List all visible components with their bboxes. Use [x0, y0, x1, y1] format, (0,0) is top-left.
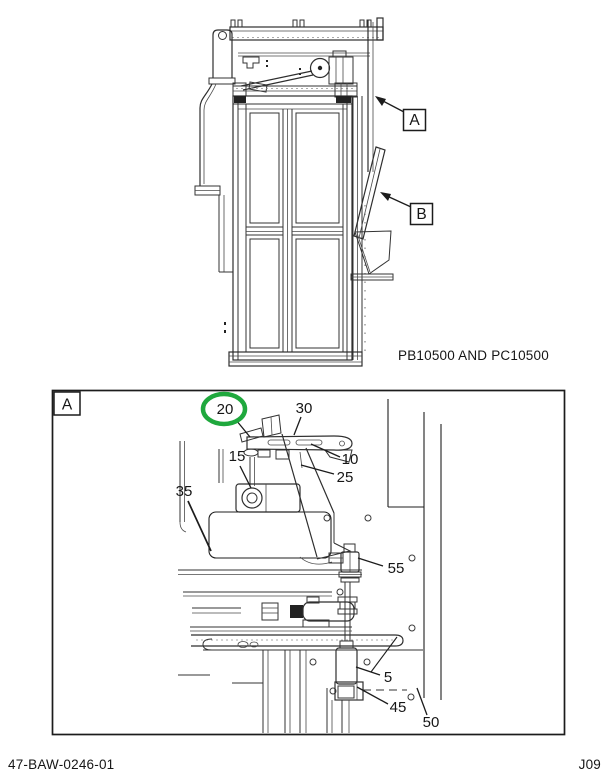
- view-a-label-box: [402, 108, 427, 132]
- clamp-block: [290, 605, 303, 618]
- detail-figure: A: [51, 389, 566, 736]
- linkage-rod: [240, 70, 313, 87]
- valve-and-rod: [328, 543, 362, 641]
- arrow-b-icon: [380, 192, 391, 201]
- door-panel: [249, 112, 280, 224]
- side-chute: [350, 146, 394, 281]
- motor-bracket: [328, 56, 354, 85]
- callout-leader-lines: [187, 416, 428, 716]
- detail-figure-border: [51, 389, 566, 736]
- cab-roof-structure: [229, 17, 384, 41]
- cab-right-wall: [352, 20, 374, 366]
- view-b-label: B: [416, 206, 426, 223]
- top-figure: A B PB10500 AND PC10500: [194, 17, 549, 367]
- callout-20: 20: [217, 401, 234, 418]
- callout-55: 55: [388, 560, 405, 577]
- callout-15: 15: [229, 448, 246, 465]
- view-a-callout: A: [375, 96, 427, 132]
- detail-corner-label: A: [62, 397, 73, 414]
- rear-door-frame: [228, 95, 363, 367]
- view-b-callout: B: [380, 192, 434, 226]
- cross-bar: [191, 634, 404, 647]
- callout-25: 25: [337, 469, 354, 486]
- door-panel: [295, 238, 340, 349]
- detail-corner-label-box: [53, 391, 81, 416]
- door-panel: [249, 238, 280, 349]
- clamp-bolt: [261, 602, 279, 621]
- callout-10: 10: [342, 451, 359, 468]
- cab-left-pillar: [194, 29, 236, 333]
- grommet-housing: [235, 483, 301, 513]
- door-panel: [295, 112, 340, 224]
- cylinder-assembly: [334, 640, 407, 733]
- grommet: [241, 487, 263, 509]
- page-code: J09: [579, 757, 601, 772]
- detail-callout-labels: 20 30 10 25 15 35 55 5 45 50: [176, 400, 440, 731]
- highlight-circle: [200, 391, 248, 427]
- callout-50: 50: [423, 714, 440, 731]
- arrow-a-icon: [375, 96, 386, 106]
- page-footer: 47-BAW-0246-01 J09: [8, 757, 601, 772]
- callout-30: 30: [296, 400, 313, 417]
- top-figure-caption: PB10500 AND PC10500: [398, 348, 549, 363]
- cylinder-bracket: [334, 681, 364, 701]
- callout-5: 5: [384, 669, 392, 686]
- roof-mechanism: [232, 50, 370, 98]
- clamp-housing: [302, 601, 355, 622]
- callout-35: 35: [176, 483, 193, 500]
- bracket-assembly: [179, 414, 353, 565]
- document-number: 47-BAW-0246-01: [8, 757, 114, 772]
- upright-plate: [261, 414, 282, 438]
- detail-wall-panel: [309, 399, 442, 701]
- cylinder: [335, 647, 358, 685]
- mounting-plate: [208, 511, 332, 559]
- lever-arm: [246, 435, 353, 451]
- view-b-label-box: [409, 202, 434, 226]
- view-a-label: A: [409, 112, 420, 129]
- callout-45: 45: [390, 699, 407, 716]
- lower-rails: [178, 569, 423, 733]
